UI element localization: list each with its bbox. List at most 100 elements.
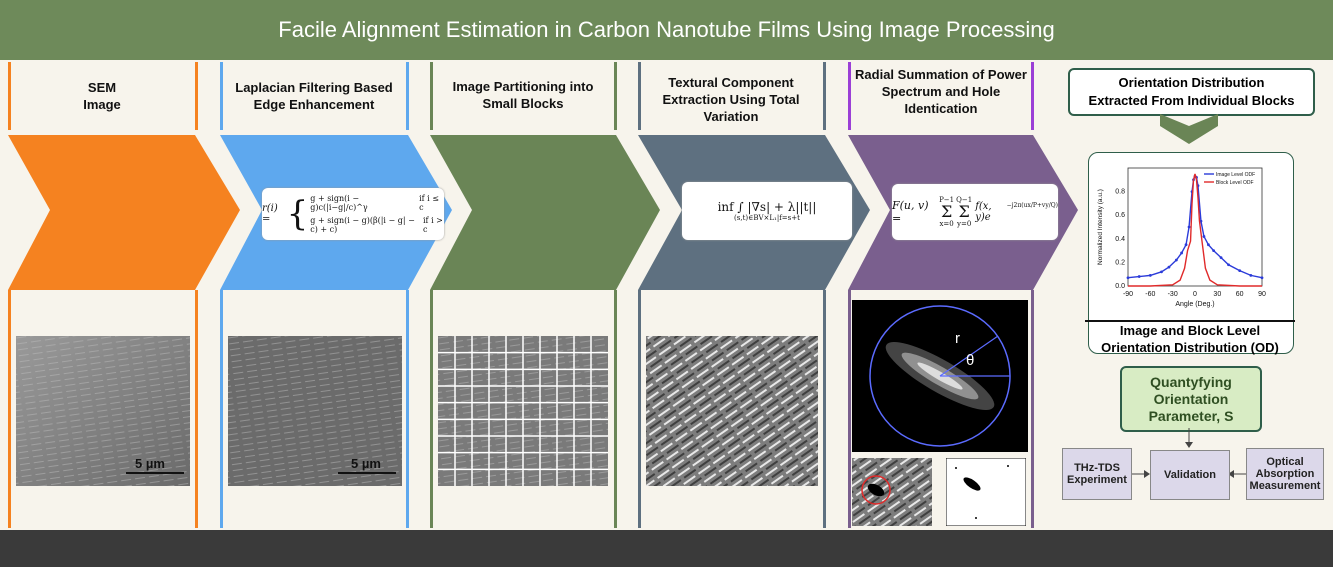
divider-bar — [195, 290, 198, 528]
scale-bar-label-1: 5 µm — [135, 456, 165, 471]
fft-formula: F(u, v) = P−1 Σ x=0 Q−1 Σ y=0 f(x, y)e −… — [892, 184, 1058, 240]
divider-bar — [848, 290, 851, 528]
scale-bar-label-2: 5 µm — [351, 456, 381, 471]
od-header-box: Orientation Distribution Extracted From … — [1068, 68, 1315, 116]
series-point — [1260, 276, 1264, 280]
fft-sum1-top: P−1 — [939, 196, 955, 204]
thz-experiment-box: THz-TDS Experiment — [1062, 448, 1132, 500]
divider-bar — [430, 62, 433, 130]
divider-bar — [1031, 290, 1034, 528]
series-point — [1207, 243, 1210, 247]
divider-bar — [823, 62, 826, 130]
series-point — [1174, 258, 1178, 262]
divider-bar — [848, 62, 851, 130]
divider-bar — [220, 62, 223, 130]
formula-case-1: g + sign(i − g)c(|i−g|/c)^γ — [310, 194, 368, 212]
series-point — [1187, 225, 1191, 229]
step-sem-label: SEM Image — [83, 80, 121, 112]
x-tick-label: -90 — [1123, 291, 1133, 298]
page-title: Facile Alignment Estimation in Carbon Na… — [278, 17, 1055, 42]
fft-sum2-bottom: y=0 — [957, 220, 972, 228]
formula-tv-main: inf ∫ |∇s| + λ||t|| — [717, 200, 817, 214]
theta-label: θ — [966, 352, 975, 369]
fft-exponent: −j2π(ux/P+vy/Q) — [1006, 202, 1058, 209]
partitioned-image — [438, 336, 608, 486]
title-bar: Facile Alignment Estimation in Carbon Na… — [0, 0, 1333, 60]
step-laplacian-label: Laplacian Filtering Based Edge Enhanceme… — [235, 80, 393, 112]
validation-arrows — [1132, 428, 1246, 478]
laplacian-image — [228, 336, 402, 486]
textural-component-image — [646, 336, 818, 486]
series-point — [1148, 273, 1152, 277]
formula-cond-2: if i > c — [423, 216, 443, 234]
y-axis-label: Normalized Intensity (a.u.) — [1097, 189, 1104, 265]
down-chevron-icon — [1160, 114, 1218, 144]
radius-label: r — [955, 330, 960, 347]
binary-hole-image — [946, 458, 1026, 526]
divider-bar — [406, 62, 409, 130]
series-point — [1184, 243, 1188, 247]
x-tick-label: -60 — [1145, 291, 1155, 298]
bottom-bar — [0, 530, 1333, 567]
y-tick-label: 0.6 — [1115, 212, 1125, 219]
y-tick-label: 0.8 — [1115, 189, 1125, 196]
divider-bar — [406, 290, 409, 528]
od-caption: Image and Block Level Orientation Distri… — [1101, 323, 1279, 355]
series-point — [1202, 235, 1206, 238]
x-tick-label: 90 — [1258, 291, 1266, 298]
step-fft-label: Radial Summation of Power Spectrum and H… — [855, 67, 1027, 116]
series-point — [1137, 275, 1141, 278]
plot-area — [1127, 167, 1263, 287]
power-spectrum-image — [852, 300, 1028, 452]
divider-bar — [638, 62, 641, 130]
hole-detect-image — [852, 458, 932, 526]
divider-bar — [8, 62, 11, 130]
formula-lhs: r(i) = — [262, 203, 278, 225]
y-tick-label: 0.4 — [1115, 236, 1125, 243]
series-point — [1249, 273, 1253, 277]
divider-bar — [1031, 62, 1034, 130]
divider-bar — [8, 290, 11, 528]
validation-box: Validation — [1150, 450, 1230, 500]
step-partition-label: Image Partitioning into Small Blocks — [452, 79, 594, 111]
divider-bar — [430, 290, 433, 528]
x-axis-label: Angle (Deg.) — [1175, 301, 1214, 308]
divider-bar — [220, 290, 223, 528]
y-tick-label: 0.0 — [1115, 283, 1125, 290]
divider-bar — [638, 290, 641, 528]
fft-rhs: f(x, y)e — [975, 201, 992, 223]
series-point — [1126, 276, 1130, 280]
divider-bar — [195, 62, 198, 130]
formula-tv-sub: (s,t)∈BV×L₁|f=s+t — [734, 214, 800, 222]
series-point — [1227, 263, 1230, 267]
tv-formula: inf ∫ |∇s| + λ||t|| (s,t)∈BV×L₁|f=s+t — [682, 182, 852, 240]
x-tick-label: 30 — [1213, 291, 1221, 298]
formula-case-2: g + sign(i − g)(β(|i − g| − c) + c) — [310, 216, 415, 234]
divider-bar — [614, 290, 617, 528]
fft-lhs: F(u, v) = — [892, 199, 929, 225]
fft-sum2-top: Q−1 — [956, 196, 973, 204]
series-line-1 — [1128, 173, 1262, 287]
x-tick-label: 60 — [1236, 291, 1244, 298]
x-tick-label: 0 — [1193, 291, 1197, 298]
series-point — [1180, 251, 1183, 255]
step-tv-label: Textural Component Extraction Using Tota… — [662, 74, 800, 124]
formula-cond-1: if i ≤ c — [419, 194, 439, 212]
series-point — [1219, 256, 1223, 260]
chevron-partition — [430, 135, 660, 290]
x-tick-label: -30 — [1168, 291, 1178, 298]
legend-label: Block Level ODF — [1216, 180, 1254, 186]
od-divider — [1085, 320, 1295, 322]
y-tick-label: 0.2 — [1115, 259, 1125, 266]
divider-bar — [823, 290, 826, 528]
series-point — [1212, 249, 1216, 252]
legend-label: Image Level ODF — [1216, 172, 1255, 178]
quantify-box: Quantyfying Orientation Parameter, S — [1120, 366, 1262, 432]
optical-measurement-box: Optical Absorption Measurement — [1246, 448, 1324, 500]
series-point — [1167, 265, 1171, 269]
chevron-sem — [8, 135, 240, 290]
series-point — [1238, 269, 1242, 273]
divider-bar — [614, 62, 617, 130]
